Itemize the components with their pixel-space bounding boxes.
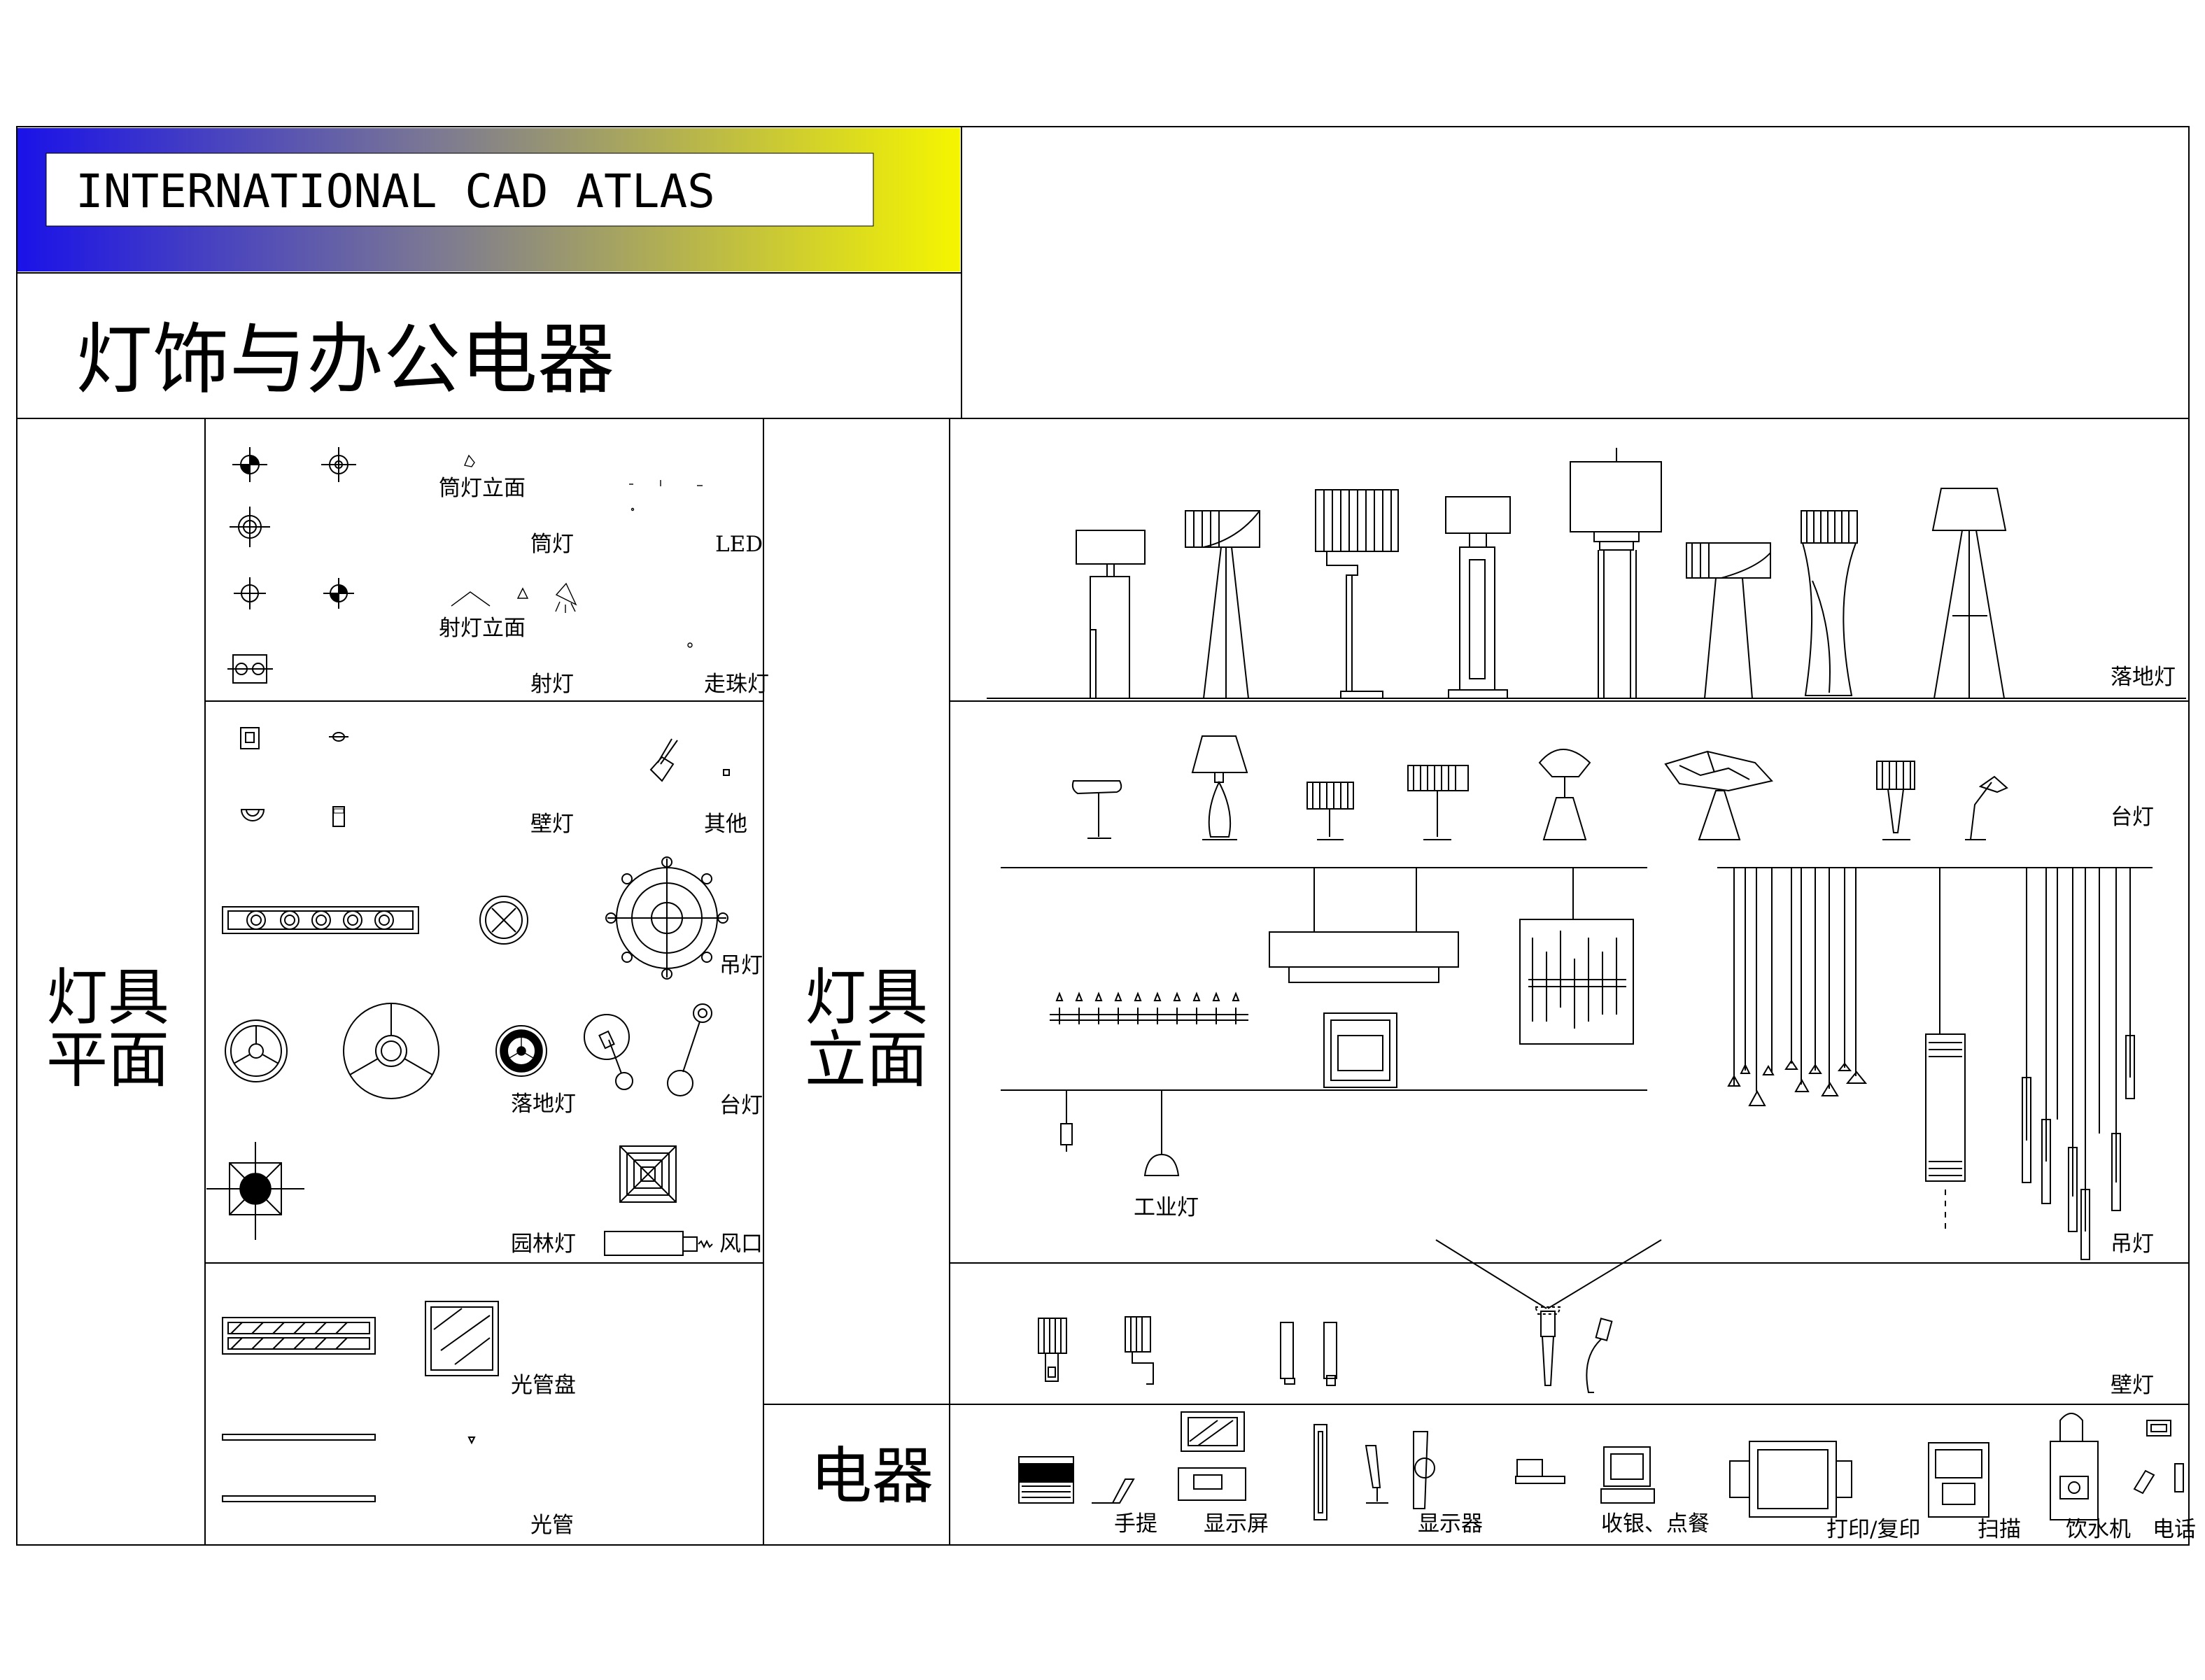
label-spotlight: 射灯 <box>530 672 574 697</box>
label-tube-panel: 光管盘 <box>511 1373 576 1398</box>
section-elevation-line2: 立面 <box>805 1024 928 1096</box>
sheet-title: 灯饰与办公电器 <box>76 315 614 404</box>
label-water-dispenser: 饮水机 <box>2066 1517 2131 1542</box>
label-table-lamp: 台灯 <box>719 1093 763 1118</box>
plan-downlights <box>227 447 703 684</box>
section-plan-line2: 平面 <box>46 1024 169 1096</box>
elev-pendants <box>1001 867 2153 1260</box>
section-plan-line1: 灯具 <box>46 961 169 1033</box>
label-phone: 电话 <box>2153 1517 2196 1542</box>
label-tube: 光管 <box>530 1513 574 1538</box>
label-floor-lamp: 落地灯 <box>511 1092 576 1117</box>
sheet-frame <box>16 126 2190 1546</box>
label-laptop: 手提 <box>1114 1511 1157 1537</box>
label-pendant: 吊灯 <box>719 953 763 978</box>
elev-wall-lights <box>1038 1239 1662 1393</box>
label-downlight-elevation: 筒灯立面 <box>439 476 526 501</box>
label-downlight: 筒灯 <box>530 532 574 557</box>
elev-table-lamps <box>1071 735 2008 840</box>
plan-tube-lights <box>222 1301 499 1502</box>
section-elevation-line1: 灯具 <box>805 961 928 1033</box>
label-garden-light: 园林灯 <box>511 1231 576 1257</box>
label-led: LED <box>715 532 763 557</box>
label-elev-table-lamp: 台灯 <box>2111 805 2154 830</box>
label-scanner: 扫描 <box>1978 1517 2021 1542</box>
label-elev-wall-light: 壁灯 <box>2111 1373 2154 1398</box>
header-frame <box>16 126 962 419</box>
label-other: 其他 <box>704 812 747 837</box>
atlas-title: INTERNATIONAL CAD ATLAS <box>76 164 715 218</box>
label-air-vent: 风口 <box>719 1231 763 1257</box>
label-bead-light: 走珠灯 <box>704 672 769 697</box>
plan-fixtures <box>206 727 730 1256</box>
label-elev-industrial: 工业灯 <box>1134 1195 1199 1220</box>
section-appliance: 电器 <box>810 1440 934 1512</box>
label-printer: 打印/复印 <box>1826 1517 1920 1542</box>
appliances <box>1018 1411 2184 1520</box>
label-elev-pendant: 吊灯 <box>2111 1231 2154 1257</box>
label-spotlight-elevation: 射灯立面 <box>439 616 526 641</box>
label-cashier: 收银、点餐 <box>1601 1511 1710 1537</box>
elev-floor-lamps <box>987 448 2186 699</box>
label-wall-light: 壁灯 <box>530 812 574 837</box>
atlas-title-box <box>45 153 874 227</box>
label-monitor: 显示器 <box>1418 1511 1483 1537</box>
label-display-screen: 显示屏 <box>1204 1511 1269 1537</box>
label-elev-floor-lamp: 落地灯 <box>2111 665 2176 690</box>
